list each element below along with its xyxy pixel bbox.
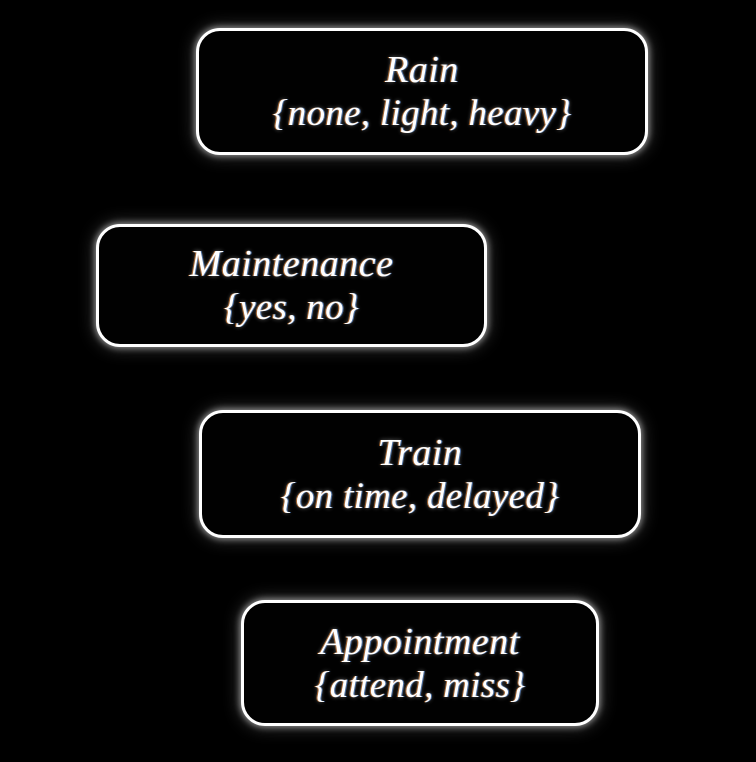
node-appointment-domain: {attend, miss} xyxy=(314,664,526,706)
node-rain-domain: {none, light, heavy} xyxy=(272,93,572,134)
node-maintenance-name: Maintenance xyxy=(189,243,394,285)
node-appointment[interactable]: Appointment {attend, miss} xyxy=(241,600,599,726)
node-maintenance-domain: {yes, no} xyxy=(223,287,360,328)
node-maintenance[interactable]: Maintenance {yes, no} xyxy=(96,224,487,347)
node-rain[interactable]: Rain {none, light, heavy} xyxy=(196,28,648,155)
node-train[interactable]: Train {on time, delayed} xyxy=(199,410,641,538)
node-train-name: Train xyxy=(377,431,463,474)
node-rain-name: Rain xyxy=(385,49,459,91)
node-appointment-name: Appointment xyxy=(320,620,520,663)
node-train-domain: {on time, delayed} xyxy=(280,475,560,517)
